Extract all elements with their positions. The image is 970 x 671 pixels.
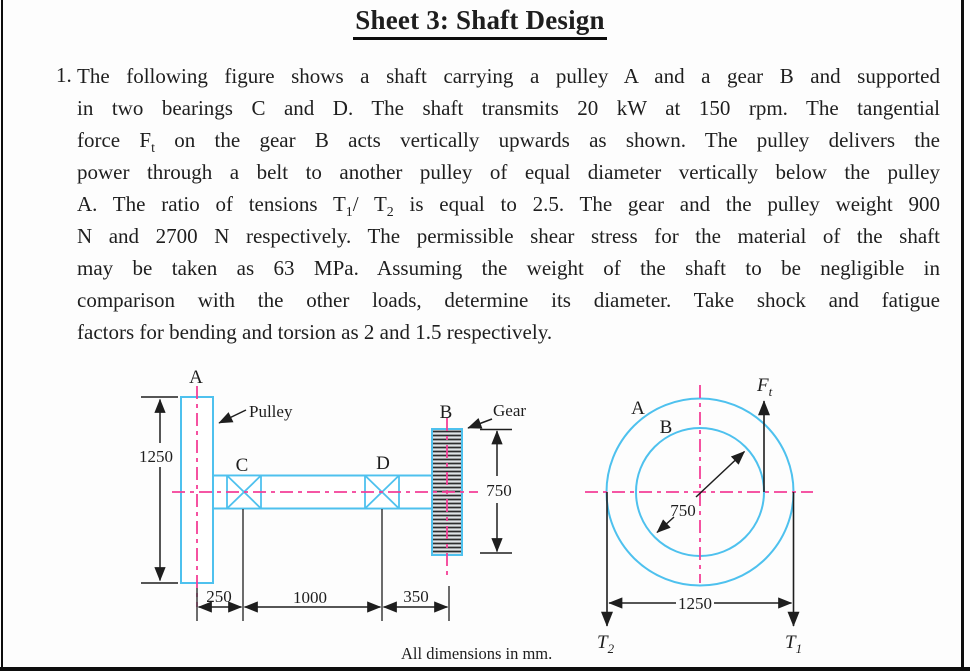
- dim-750-label: 750: [486, 481, 512, 500]
- t2-label: T2: [597, 632, 615, 656]
- title-row: Sheet 3: Shaft Design: [0, 5, 960, 40]
- dim-1250-left: [141, 396, 178, 584]
- page-border-bottom: [0, 667, 970, 671]
- page-title: Sheet 3: Shaft Design: [353, 5, 607, 40]
- label-circle-a: A: [631, 398, 645, 419]
- dim-1250-label: 1250: [139, 447, 173, 466]
- label-point-d: D: [376, 453, 390, 474]
- label-pulley: Pulley: [249, 402, 293, 421]
- dim-1250-right-label: 1250: [678, 594, 712, 613]
- label-gear: Gear: [493, 401, 526, 420]
- ft-label: Ft: [756, 375, 773, 399]
- problem-line: The following figure shows a shaft carry…: [77, 64, 940, 88]
- t1-label: T1: [785, 632, 802, 656]
- dim-1000-label: 1000: [293, 588, 327, 607]
- centerlines: [172, 386, 478, 607]
- label-circle-b: B: [660, 417, 673, 438]
- problem-line: may be taken as 63 MPa. Assuming the wei…: [77, 256, 940, 280]
- label-point-a: A: [189, 367, 203, 388]
- label-point-c: C: [236, 455, 249, 476]
- problem-line: power through a belt to another pulley o…: [77, 160, 940, 184]
- page-border-right: [961, 0, 964, 671]
- problem-line: N and 2700 N respectively. The permissib…: [77, 224, 940, 248]
- dim-750-left: [480, 428, 512, 554]
- pulley-end-figure: 1250 750 A B Ft T2 T1: [585, 375, 813, 656]
- label-point-b: B: [440, 402, 453, 423]
- shaft-figure: 1250 750 250 1000 350 A Pulle: [139, 367, 526, 621]
- crosshair-centerlines: [585, 385, 813, 583]
- problem-line: in two bearings C and D. The shaft trans…: [77, 96, 940, 120]
- problem-line: force Ft on the gear B acts vertically u…: [77, 128, 940, 156]
- problem-line: A. The ratio of tensions T1/ T2 is equal…: [77, 192, 940, 220]
- dim-350-label: 350: [403, 587, 429, 606]
- extension-lines: [196, 509, 450, 621]
- dim-750-diagonal: [656, 450, 746, 534]
- gear-callout-arrow: [467, 418, 493, 429]
- pulley-callout-arrow: [218, 409, 247, 424]
- page-border-left: [1, 0, 3, 671]
- problem-line: comparison with the other loads, determi…: [77, 288, 940, 312]
- problem-text: The following figure shows a shaft carry…: [77, 60, 940, 348]
- problem-number: 1.: [56, 63, 72, 87]
- figure-caption: All dimensions in mm.: [401, 644, 553, 663]
- dim-250-label: 250: [206, 587, 232, 606]
- dim-750-right-label: 750: [670, 501, 696, 520]
- problem-line: factors for bending and torsion as 2 and…: [77, 320, 553, 344]
